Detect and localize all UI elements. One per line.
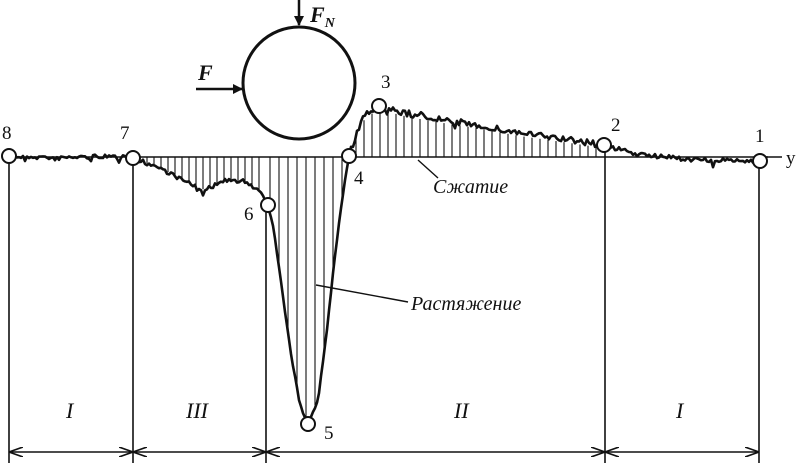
zone-boundaries	[8, 145, 760, 463]
tension-leader	[315, 284, 409, 303]
point-8-label: 8	[2, 123, 12, 144]
compression-leader	[417, 159, 439, 179]
roller-circle	[241, 25, 357, 141]
point-markers	[1, 98, 768, 432]
zone-label-3: III	[185, 398, 210, 423]
tension-label: Растяжение	[410, 293, 521, 315]
point-6-label: 6	[244, 204, 254, 225]
point-1-label: 1	[755, 126, 765, 147]
stress-hatching	[139, 109, 597, 418]
point-5-label: 5	[324, 423, 334, 444]
zone-label-1-left: I	[65, 398, 75, 423]
point-6-marker	[260, 197, 276, 213]
tangential-force-label: F	[197, 60, 213, 85]
stress-curve	[8, 102, 760, 424]
normal-force-label: FN	[309, 2, 336, 31]
point-3-label: 3	[381, 72, 391, 93]
point-2-marker	[596, 137, 612, 153]
point-1-marker	[752, 153, 768, 169]
zone-label-1-right: I	[675, 398, 685, 423]
point-3-marker	[371, 98, 387, 114]
point-7-label: 7	[120, 123, 130, 144]
point-2-label: 2	[611, 115, 621, 136]
point-4-label: 4	[354, 168, 364, 189]
point-8-marker	[1, 148, 17, 164]
point-7-marker	[125, 150, 141, 166]
point-4-marker	[341, 148, 357, 164]
zone-label-2: II	[453, 398, 470, 423]
point-5-marker	[300, 416, 316, 432]
axis-label: y	[786, 148, 796, 169]
compression-label: Сжатие	[433, 176, 508, 198]
